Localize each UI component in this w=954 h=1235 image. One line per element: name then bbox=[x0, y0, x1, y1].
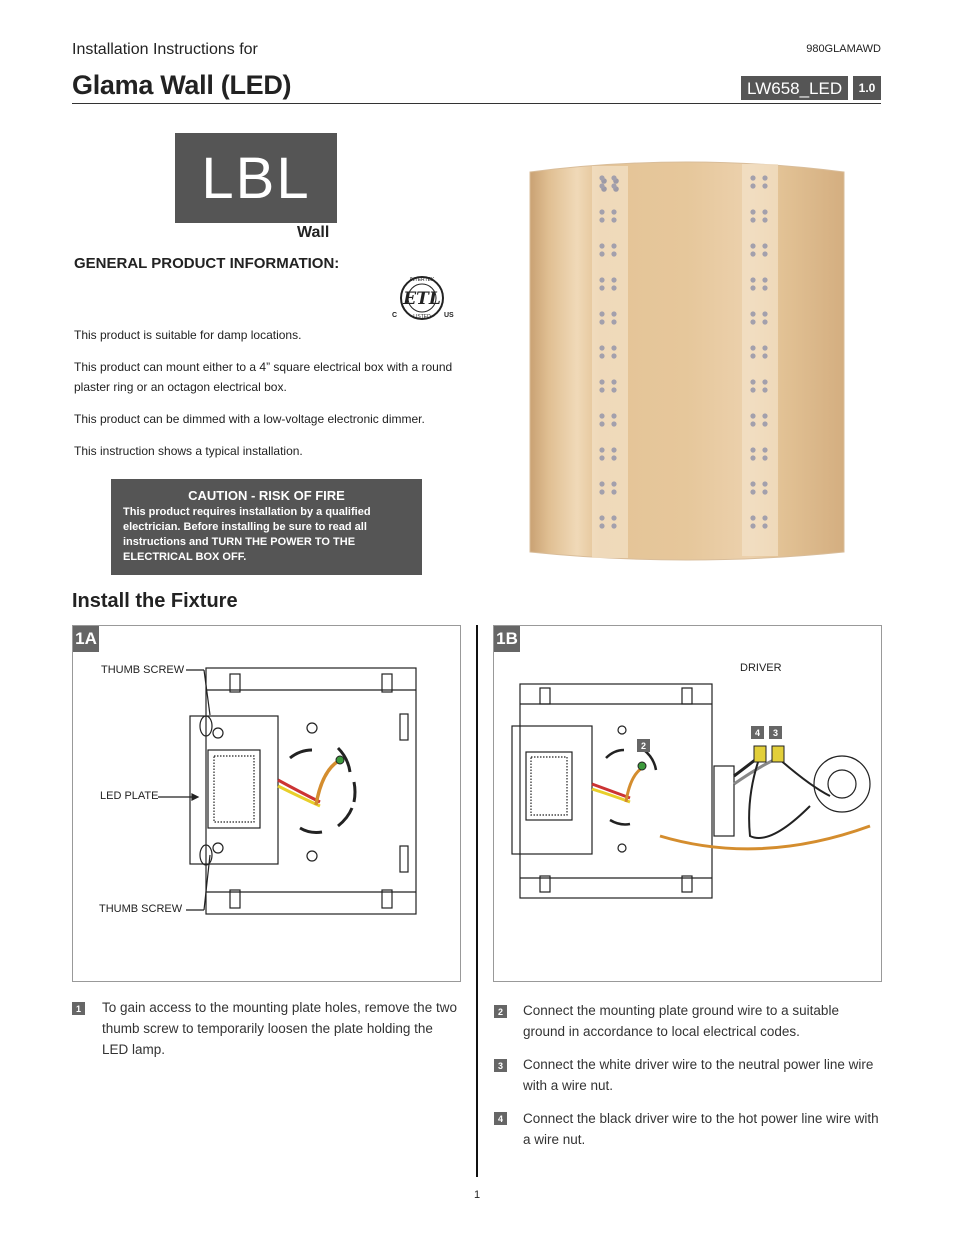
info-paragraph: This product can mount either to a 4” sq… bbox=[74, 360, 453, 394]
info-paragraph: This product is suitable for damp locati… bbox=[74, 328, 302, 342]
etl-us-text: US bbox=[444, 312, 454, 319]
etl-bottom-text: LISTED bbox=[413, 314, 431, 320]
callout-4: 4 bbox=[751, 726, 764, 739]
callout-3: 3 bbox=[769, 726, 782, 739]
info-paragraph: This instruction shows a typical install… bbox=[74, 444, 303, 458]
wiring-diagram-1b bbox=[511, 683, 871, 899]
doc-subtitle: Installation Instructions for bbox=[72, 41, 258, 58]
general-info-heading: GENERAL PRODUCT INFORMATION: bbox=[74, 255, 340, 272]
page-number: 1 bbox=[474, 1189, 481, 1201]
step-text: Connect the mounting plate ground wire t… bbox=[523, 1003, 839, 1039]
diagram-panel-1b bbox=[493, 625, 882, 982]
etl-c-text: C bbox=[392, 312, 397, 319]
mounting-plate-diagram-1a bbox=[158, 667, 417, 915]
header-divider bbox=[72, 103, 881, 104]
panel-tag-1a: 1A bbox=[73, 626, 99, 652]
callout-2: 2 bbox=[637, 739, 650, 752]
model-badge: LW658_LED bbox=[741, 76, 849, 100]
info-paragraph: This product can be dimmed with a low-vo… bbox=[74, 412, 425, 426]
led-dots bbox=[599, 175, 768, 529]
etl-listed-mark: ETL INTERTEK LISTED C US bbox=[392, 276, 454, 320]
caution-box: CAUTION - RISK OF FIRE This product requ… bbox=[111, 479, 422, 575]
caution-body: This product requires installation by a … bbox=[123, 506, 371, 563]
driver-label: DRIVER bbox=[740, 662, 782, 674]
diagram-panel-1a bbox=[72, 625, 461, 982]
thumb-screw-label-bottom: THUMB SCREW bbox=[99, 903, 183, 915]
step-number: 3 bbox=[494, 1059, 507, 1072]
led-plate-label: LED PLATE bbox=[100, 790, 159, 802]
brand-logo-sub: Wall bbox=[297, 224, 330, 241]
column-divider bbox=[476, 625, 478, 1177]
version-badge: 1.0 bbox=[853, 76, 881, 100]
etl-top-text: INTERTEK bbox=[410, 277, 435, 283]
install-heading: Install the Fixture bbox=[72, 590, 238, 612]
caution-title: CAUTION - RISK OF FIRE bbox=[188, 488, 345, 503]
step-text: Connect the white driver wire to the neu… bbox=[523, 1057, 874, 1093]
page-title: Glama Wall (LED) bbox=[72, 70, 292, 100]
step-text: To gain access to the mounting plate hol… bbox=[102, 1000, 457, 1057]
step-number: 4 bbox=[494, 1112, 507, 1125]
fixture-product-image bbox=[529, 161, 845, 561]
svg-text:ETL: ETL bbox=[402, 289, 441, 309]
doc-number: 980GLAMAWD bbox=[806, 43, 881, 55]
thumb-screw-label-top: THUMB SCREW bbox=[101, 664, 185, 676]
brand-logo: LBL bbox=[175, 133, 337, 223]
step-text: Connect the black driver wire to the hot… bbox=[523, 1111, 879, 1147]
step-number: 1 bbox=[72, 1002, 85, 1015]
step-number: 2 bbox=[494, 1005, 507, 1018]
panel-tag-1b: 1B bbox=[494, 626, 520, 652]
